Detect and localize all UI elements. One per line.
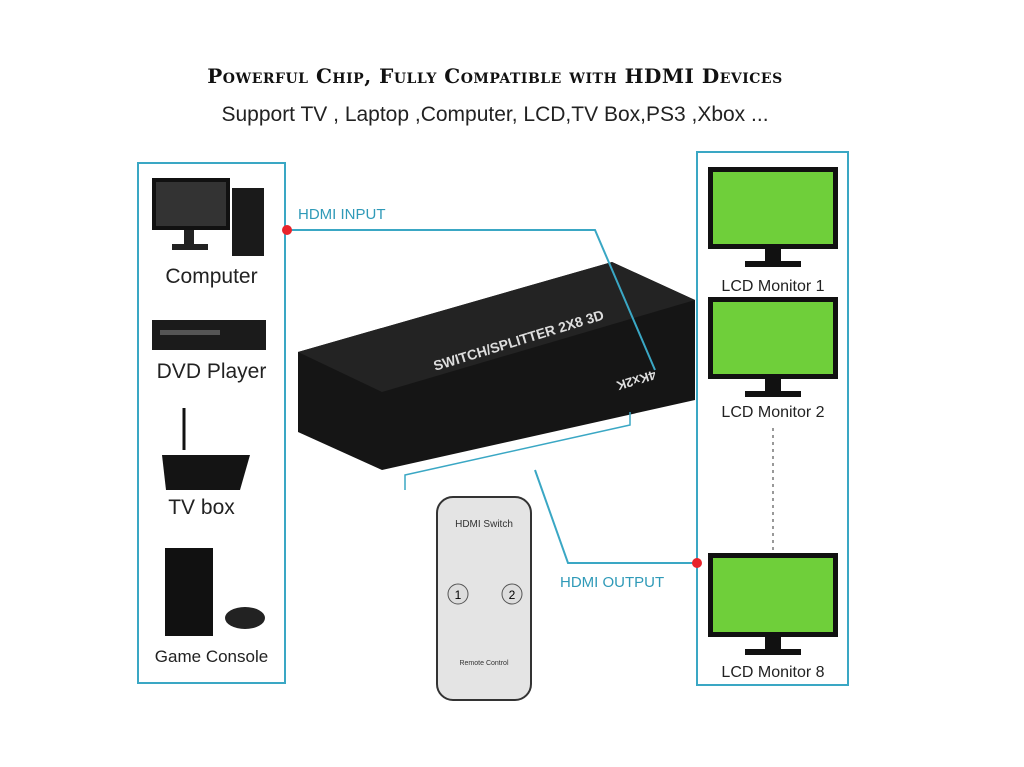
remote-button-1 [447,583,469,605]
hdmi-switch-device-icon: SWITCH/SPLITTER 2X8 3D 4Kx2K [298,262,695,470]
port-connector-line [404,412,631,490]
source-label-dvd: DVD Player [156,360,267,383]
hdmi-output-label: HDMI OUTPUT [560,574,665,591]
output-line [534,469,697,564]
display-label-8: LCD Monitor 8 [721,664,825,681]
game-console-icon [165,548,265,636]
display-box [696,151,849,686]
input-line [287,229,656,371]
dvd-player-icon [152,320,266,350]
source-box [137,162,286,684]
remote-button-2 [501,583,523,605]
display-label-2: LCD Monitor 2 [721,404,825,421]
monitor-2-icon [708,297,838,397]
input-dot [282,225,292,235]
display-label-1: LCD Monitor 1 [721,278,825,295]
output-dot [692,558,702,568]
source-label-computer: Computer [165,265,258,288]
source-label-console: Game Console [154,647,269,666]
remote-control-icon: 1 2 HDMI Switch Remote Control [436,496,532,701]
page-title: Powerful Chip, Fully Compatible with HDM… [207,64,783,88]
tv-box-icon [162,408,250,490]
monitor-1-icon [708,167,838,267]
remote-button-2-label: 2 [509,588,516,602]
hdmi-input-label: HDMI INPUT [298,206,386,223]
remote-button-1-label: 1 [455,588,462,602]
computer-icon [152,178,264,256]
remote-title: HDMI Switch [455,519,513,530]
source-label-tvbox: TV box [168,496,235,519]
monitor-8-icon [708,553,838,655]
subtitle: Support TV , Laptop ,Computer, LCD,TV Bo… [221,103,769,126]
remote-footer: Remote Control [459,660,508,667]
